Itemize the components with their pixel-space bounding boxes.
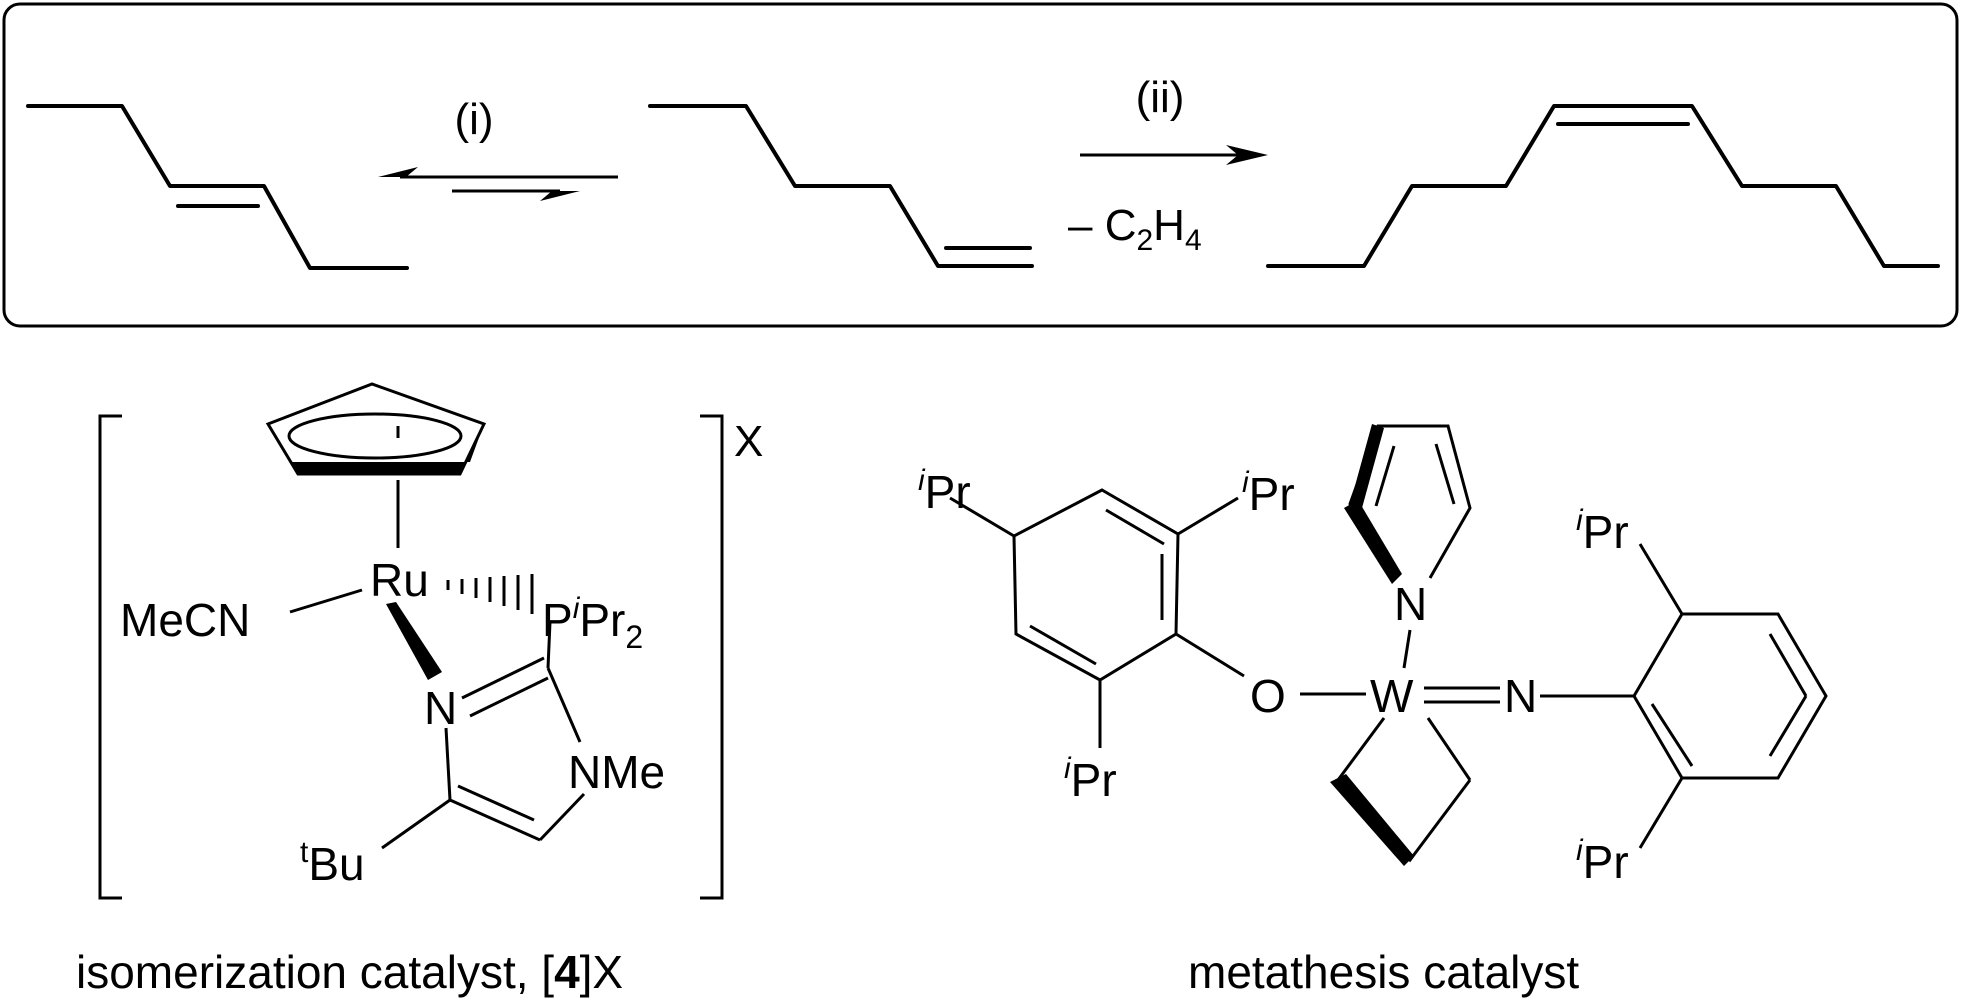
- ipr-label-bottom: iPr: [1064, 752, 1117, 806]
- molecule-1-hexene: [648, 104, 1034, 268]
- cp-aromatic-ring: [287, 412, 463, 460]
- tbu-group: tBu: [300, 836, 365, 890]
- ru-catalyst-caption: isomerization catalyst, [4]X: [76, 946, 623, 998]
- tungsten-atom: W: [1370, 670, 1414, 722]
- imido-aryl-ring: [1632, 612, 1828, 780]
- ring-nme-group: NMe: [568, 746, 665, 798]
- mecn-ligand: MeCN: [120, 594, 250, 646]
- hashed-bond-ru-p: [446, 574, 534, 614]
- molecule-cis-5-decene: [1266, 104, 1940, 268]
- cp-ring-bold-edge: [268, 424, 484, 474]
- pyrrole-bold-edge: [1344, 500, 1402, 584]
- reaction-panel-frame: [2, 2, 1959, 328]
- cp-ring-front: [265, 382, 487, 476]
- left-bracket: [98, 414, 122, 900]
- step-label-ii: (ii): [1136, 73, 1185, 122]
- byproduct-ethylene: – C2H4: [1068, 201, 1202, 257]
- wedge-bond-ru-n: [386, 602, 442, 680]
- counterion-label: X: [734, 417, 763, 466]
- ipr-label-aryl-top: iPr: [1576, 504, 1629, 558]
- phosphine-group: PiPr2: [542, 592, 643, 655]
- aryloxide-ring: [1012, 488, 1180, 682]
- step-label-i: (i): [454, 95, 493, 144]
- w-catalyst-structure: iPr iPr iPr O W N N iPr iPr: [918, 424, 1828, 888]
- ru-atom: Ru: [370, 554, 429, 606]
- ipr-label-top-right: iPr: [1242, 466, 1295, 520]
- equilibrium-arrow: [378, 167, 618, 201]
- oxygen-atom: O: [1250, 670, 1286, 722]
- metallacycle-wedge: [1330, 774, 1414, 866]
- ipr-label-aryl-bottom: iPr: [1576, 834, 1629, 888]
- ring-n-atom: N: [424, 682, 457, 734]
- imido-n-atom: N: [1504, 670, 1537, 722]
- pyrrole-n-atom: N: [1394, 578, 1427, 630]
- metathesis-arrow: [1080, 145, 1268, 165]
- ru-catalyst-structure: X Ru MeCN PiPr2 N NMe: [98, 382, 763, 900]
- w-catalyst-caption: metathesis catalyst: [1188, 946, 1579, 998]
- ipr-label-top-left: iPr: [918, 464, 971, 518]
- molecule-trans-3-hexene: [26, 104, 409, 270]
- right-bracket: [700, 414, 724, 900]
